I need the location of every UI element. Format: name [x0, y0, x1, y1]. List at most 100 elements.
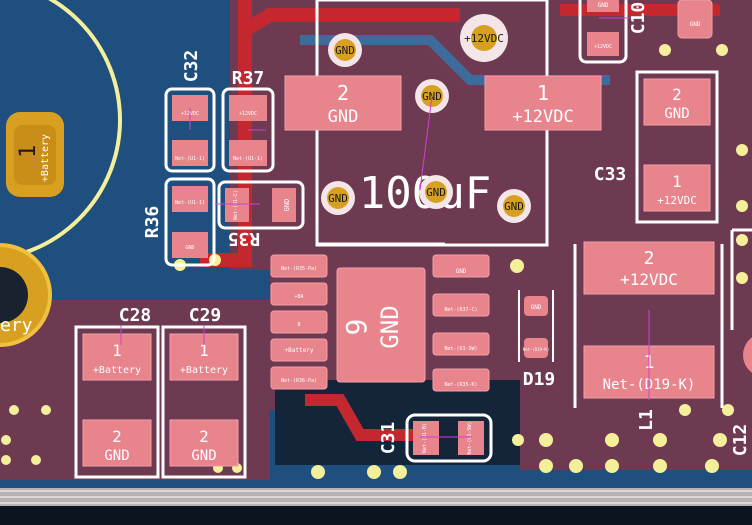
c28-pad2-num: 2	[112, 427, 122, 446]
c28-pad1-num: 1	[112, 341, 122, 360]
board-edge-bottom	[0, 506, 752, 525]
battery-mount-hole	[0, 267, 28, 323]
large-cap-pad2-num: 2	[337, 81, 349, 105]
c28-outline	[74, 325, 160, 479]
ref-c12: C12	[730, 424, 751, 457]
c33-pad2-net: GND	[664, 106, 689, 122]
l1-pad2-num: 2	[644, 248, 655, 269]
ic-pin-left-3[interactable]	[270, 310, 328, 334]
c28-pad1[interactable]	[82, 333, 152, 381]
svg-text:+BA: +BA	[294, 294, 303, 300]
r36-pad-bot[interactable]	[172, 232, 208, 258]
c29-pad2-num: 2	[199, 427, 209, 446]
ref-r36: R36	[142, 206, 163, 239]
c10-pad-bot[interactable]	[587, 32, 619, 56]
r37-pad-bot-net: Net-(U1-1)	[233, 156, 263, 162]
svg-text:Net-(R35-K): Net-(R35-K)	[444, 382, 477, 388]
large-cap-pad2[interactable]	[284, 75, 402, 131]
r35-pad-b[interactable]	[272, 188, 296, 222]
r35-pad-a[interactable]	[225, 188, 249, 222]
ic-pin-left-4[interactable]	[270, 338, 328, 362]
ic-pin-right-1[interactable]	[432, 254, 490, 278]
ic-pin-left-2[interactable]	[270, 282, 328, 306]
c33-outline	[635, 70, 719, 224]
ref-c10: C10	[628, 2, 649, 35]
ref-d19: D19	[523, 369, 556, 390]
c31-pad-a[interactable]	[413, 421, 439, 455]
svg-text:+Battery: +Battery	[285, 347, 314, 354]
r37-pad-bot[interactable]	[229, 140, 267, 166]
via-12vdc[interactable]: +12VDC	[460, 14, 508, 62]
battery-pad-inner	[14, 125, 56, 185]
svg-text:GND: GND	[504, 200, 524, 213]
c10-pad-bot-net: +12VDC	[594, 44, 612, 50]
r35-outline	[217, 180, 305, 230]
svg-text:GND: GND	[328, 192, 348, 205]
c12-pad-partial	[743, 337, 752, 373]
l1-pad2[interactable]	[583, 241, 715, 295]
c32-pad-bot[interactable]	[172, 140, 208, 166]
r36-outline	[164, 177, 216, 267]
ic-left-pins: Net-(R35-Pa) +BA B +Battery Net-(R36-Pa)	[270, 254, 328, 390]
r35-pad-b-net: GND	[283, 199, 291, 212]
ic-pin-right-4[interactable]	[432, 368, 490, 392]
d19-pad-bot-net: Net-(D19-K)	[523, 347, 550, 352]
ref-r37: R37	[232, 68, 265, 89]
ref-c33: C33	[594, 164, 627, 185]
c31-pad-a-net: Net-(U1-B)	[422, 423, 428, 453]
via-gnd-3[interactable]: GND	[321, 181, 355, 215]
c31-pad-b[interactable]	[458, 421, 484, 455]
svg-text:Net-(R36-Pa): Net-(R36-Pa)	[281, 378, 317, 384]
c33-pad1-num: 1	[672, 172, 682, 191]
ref-c31: C31	[378, 422, 399, 455]
power-trace	[305, 394, 420, 441]
c28-pad2[interactable]	[82, 419, 152, 467]
ic-pin-left-1[interactable]	[270, 254, 328, 278]
c29-pad2[interactable]	[169, 419, 239, 467]
c33-pad2-num: 2	[672, 85, 682, 104]
via-gnd-5[interactable]: GND	[497, 189, 531, 223]
r36-pad-top-net: Net-(U1-1)	[175, 200, 205, 206]
large-cap-pad2-net: GND	[328, 107, 359, 127]
ic-center-num: 9	[340, 319, 373, 336]
r37-pad-top[interactable]	[229, 95, 267, 121]
svg-text:GND: GND	[456, 268, 467, 275]
c12-pad-top[interactable]	[677, 0, 713, 39]
r36-pad-top[interactable]	[172, 186, 208, 212]
ic-pin-right-2[interactable]	[432, 293, 490, 317]
ref-c32: C32	[181, 50, 202, 83]
ref-c29: C29	[189, 305, 222, 326]
d19-pad-top[interactable]	[524, 296, 548, 316]
large-cap-pad1-net: +12VDC	[512, 107, 573, 127]
stitching-vias	[1, 44, 748, 479]
c31-pad-b-net: Net-(U1-SW)	[467, 421, 473, 454]
battery-pad-num: 1	[16, 145, 41, 158]
ic-pin-right-3[interactable]	[432, 332, 490, 356]
svg-text:GND: GND	[335, 44, 355, 57]
c28-pad2-net: GND	[104, 448, 129, 464]
c32-outline	[164, 87, 216, 173]
large-cap-pad1[interactable]	[484, 75, 602, 131]
ic-center-pad[interactable]	[336, 267, 426, 383]
c33-pad1[interactable]	[643, 164, 711, 212]
c12-outline-fragment	[730, 228, 752, 330]
via-gnd-1[interactable]: GND	[328, 33, 362, 67]
svg-text:+12VDC: +12VDC	[464, 32, 504, 45]
ref-c28: C28	[119, 305, 152, 326]
c28-pad1-net: +Battery	[93, 365, 141, 376]
ref-r35: R35	[228, 228, 261, 249]
c29-pad1-net: +Battery	[180, 365, 228, 376]
d19-pad-top-net: GND	[531, 304, 542, 311]
c33-pad2[interactable]	[643, 78, 711, 126]
via-gnd-4[interactable]: GND	[419, 175, 453, 209]
svg-text:Net-(R37-C): Net-(R37-C)	[444, 307, 477, 313]
c10-pad-top[interactable]	[587, 0, 619, 12]
svg-text:Net-(U1-SW): Net-(U1-SW)	[444, 346, 477, 352]
c12-pad-top-net: GND	[690, 21, 701, 28]
d19-pad-bot[interactable]	[524, 338, 548, 358]
r37-pad-top-net: +12VDC	[239, 111, 257, 117]
battery-holder-outline	[0, 0, 122, 261]
ic-pin-left-5[interactable]	[270, 366, 328, 390]
l1-pad2-net: +12VDC	[620, 270, 678, 289]
